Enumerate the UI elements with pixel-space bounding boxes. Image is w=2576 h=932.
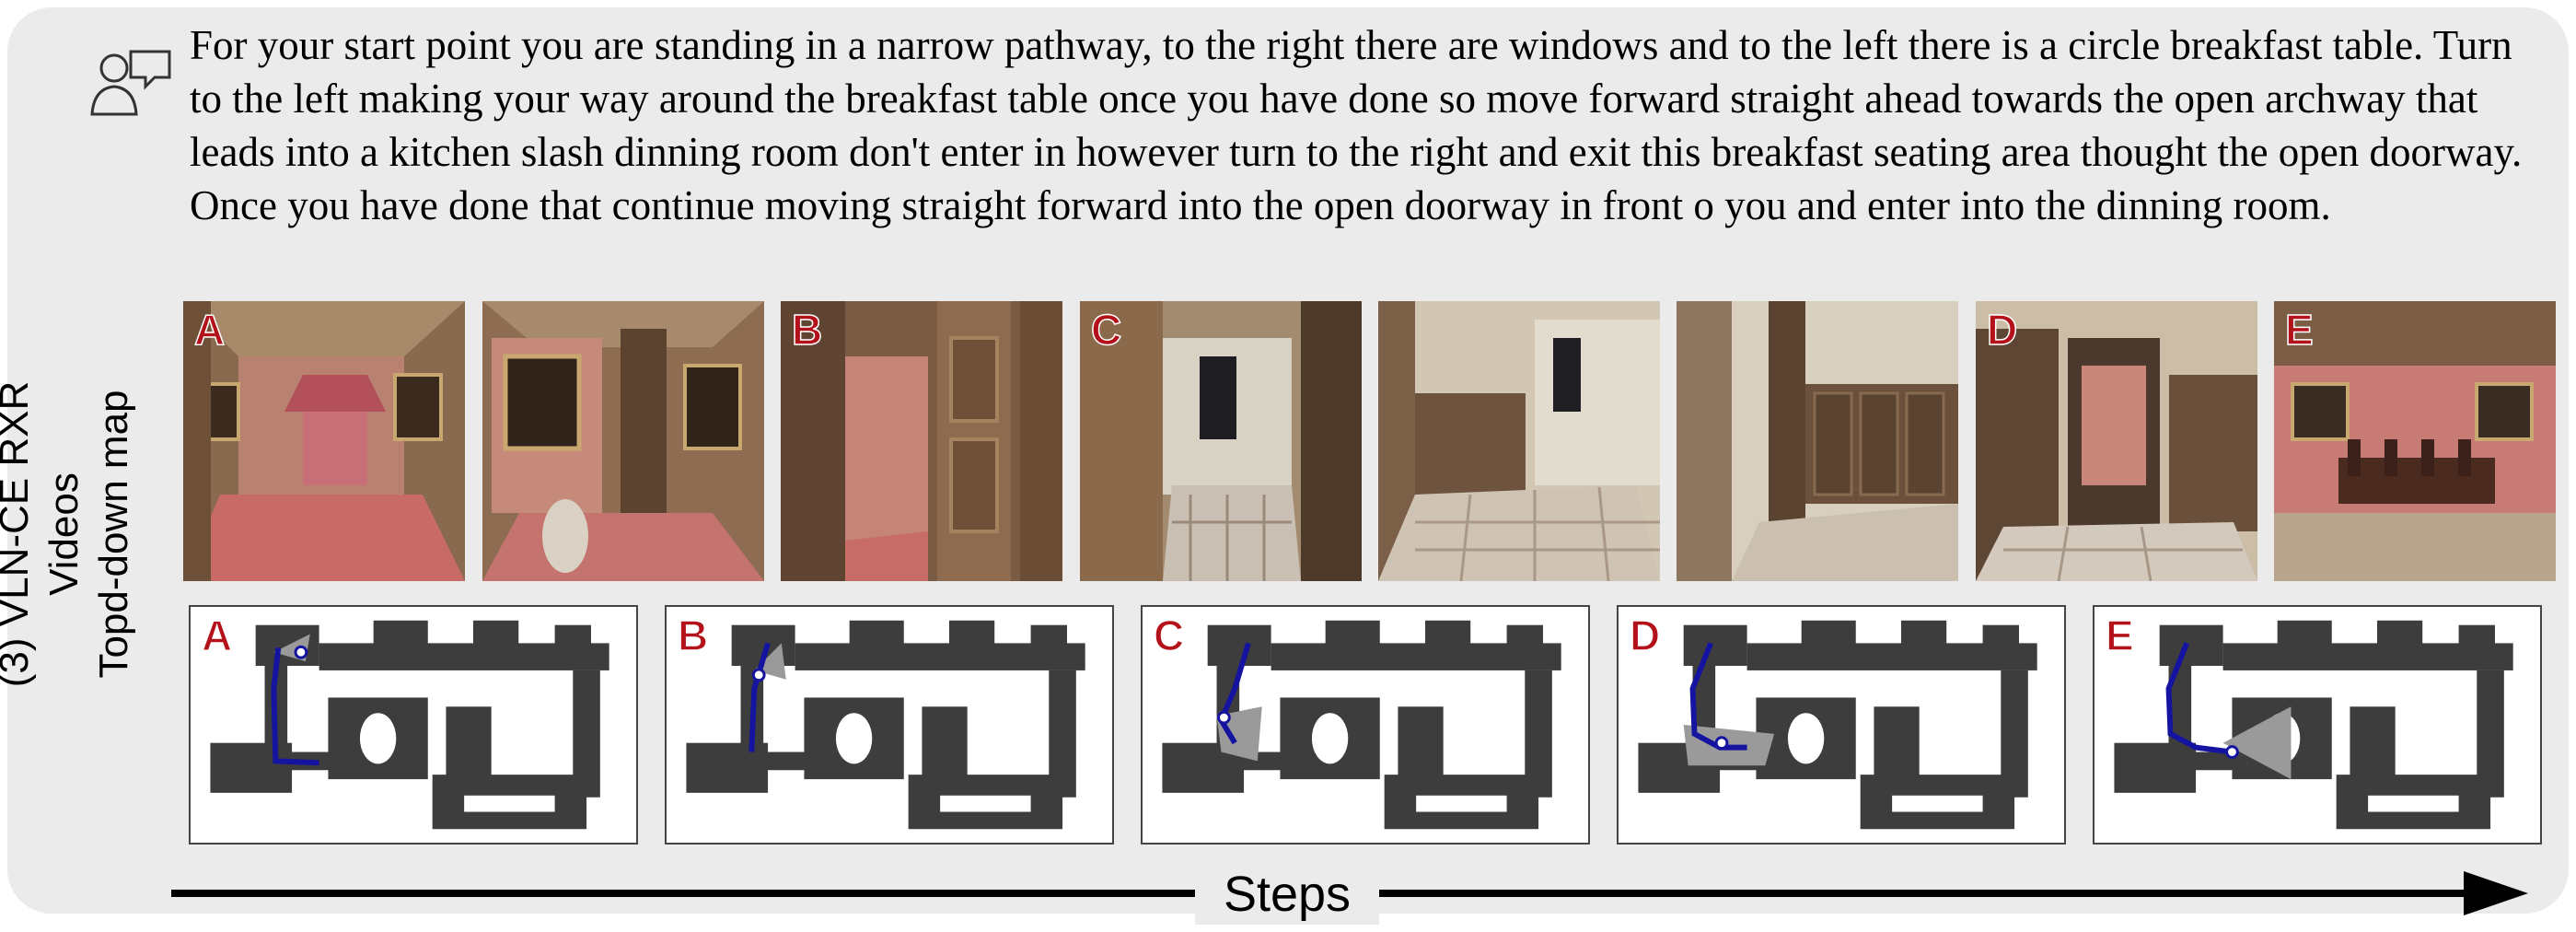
map-tag: C xyxy=(1153,611,1185,660)
video-frame-4: C xyxy=(1080,301,1362,581)
frame-tag: B xyxy=(791,305,823,355)
steps-label: Steps xyxy=(1195,864,1379,925)
map-tag: E xyxy=(2105,611,2134,660)
instruction-text: For your start point you are standing in… xyxy=(190,22,2523,228)
map-tag: B xyxy=(677,611,709,660)
topdown-map-b: B xyxy=(665,605,1114,845)
map-tag: D xyxy=(1629,611,1661,660)
video-frame-3: B xyxy=(781,301,1062,581)
video-frame-2 xyxy=(482,301,764,581)
side-title-line2: Videos xyxy=(41,472,87,596)
video-frame-5 xyxy=(1378,301,1660,581)
frame-tag: C xyxy=(1090,305,1122,355)
frame-tag: E xyxy=(2284,305,2314,355)
side-title-line1: (3) VLN-CE RXR xyxy=(0,380,37,688)
topdown-map-d: D xyxy=(1617,605,2066,845)
topdown-map-e: E xyxy=(2093,605,2542,845)
map-tag: A xyxy=(201,611,233,660)
video-frame-1: A xyxy=(183,301,465,581)
topdown-map-c: C xyxy=(1141,605,1590,845)
video-frame-8: E xyxy=(2274,301,2556,581)
side-title-line3: Topd-down map xyxy=(91,390,136,679)
video-frame-6 xyxy=(1677,301,1958,581)
topdown-map-a: A xyxy=(189,605,638,845)
speaker-person-icon xyxy=(90,50,171,116)
frame-tag: D xyxy=(1986,305,2018,355)
frame-tag: A xyxy=(193,305,226,355)
video-frame-7: D xyxy=(1976,301,2257,581)
